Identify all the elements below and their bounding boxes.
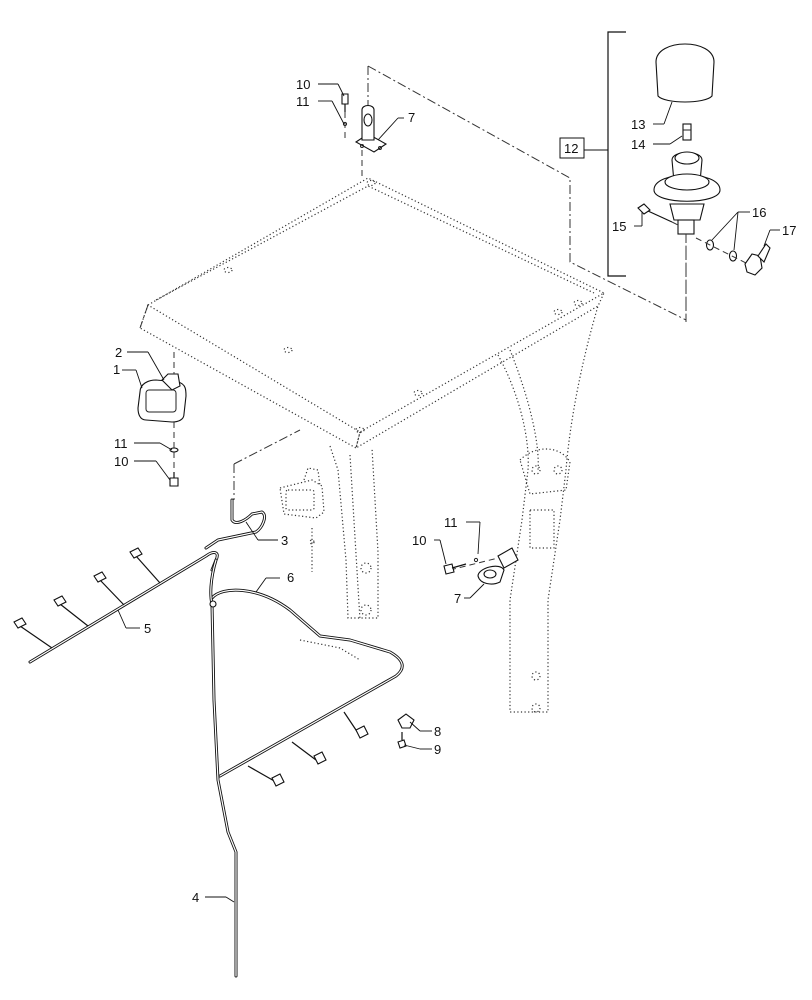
beacon-wing-nut [744, 243, 771, 276]
callout-16: 16 [752, 205, 766, 220]
wire-harness-6 [210, 588, 404, 787]
beacon-bolt [637, 203, 681, 227]
callout-17: 17 [782, 223, 796, 238]
callout-11-left: 11 [114, 436, 128, 451]
kit-callout-box [559, 137, 585, 159]
top-mount-bracket [354, 104, 388, 176]
callout-15: 15 [612, 219, 626, 234]
beacon-mount-outline [139, 65, 687, 329]
callout-8: 8 [434, 724, 441, 739]
clip-8 [397, 713, 415, 729]
callout-11-pillar: 11 [444, 515, 458, 530]
left-pillar [329, 445, 379, 621]
callout-7-pillar: 7 [454, 591, 461, 606]
callout-11-top: 11 [296, 94, 310, 109]
callout-labels: 1 2 3 4 5 6 7 7 8 9 10 10 10 11 11 11 12… [113, 77, 796, 905]
wire-harness-5 [13, 547, 219, 664]
pillar-bolt [443, 557, 479, 575]
callout-14: 14 [631, 137, 645, 152]
callout-4: 4 [192, 890, 199, 905]
callout-12: 12 [564, 141, 578, 156]
callout-10-left: 10 [114, 454, 128, 469]
work-lamp-left [137, 352, 187, 487]
pillar-mount-bracket [449, 547, 519, 585]
beacon-lamp [653, 43, 721, 322]
right-pillar [497, 305, 599, 713]
leader-lines [117, 83, 780, 903]
wire-harness-3 [204, 498, 266, 550]
work-lamp-center [233, 429, 325, 572]
callout-3: 3 [281, 533, 288, 548]
top-bolt [341, 93, 349, 140]
callout-10-top: 10 [296, 77, 310, 92]
callout-7-top: 7 [408, 110, 415, 125]
beacon-kit-bracket [559, 31, 626, 277]
callout-1: 1 [113, 362, 120, 377]
callout-10-pillar: 10 [412, 533, 426, 548]
screw-9 [397, 732, 407, 749]
beacon-washers [695, 237, 761, 271]
callout-6: 6 [287, 570, 294, 585]
callout-2: 2 [115, 345, 122, 360]
callout-13: 13 [631, 117, 645, 132]
roof-panel [139, 177, 606, 450]
callout-9: 9 [434, 742, 441, 757]
wire-harness-4 [209, 558, 238, 978]
callout-5: 5 [144, 621, 151, 636]
